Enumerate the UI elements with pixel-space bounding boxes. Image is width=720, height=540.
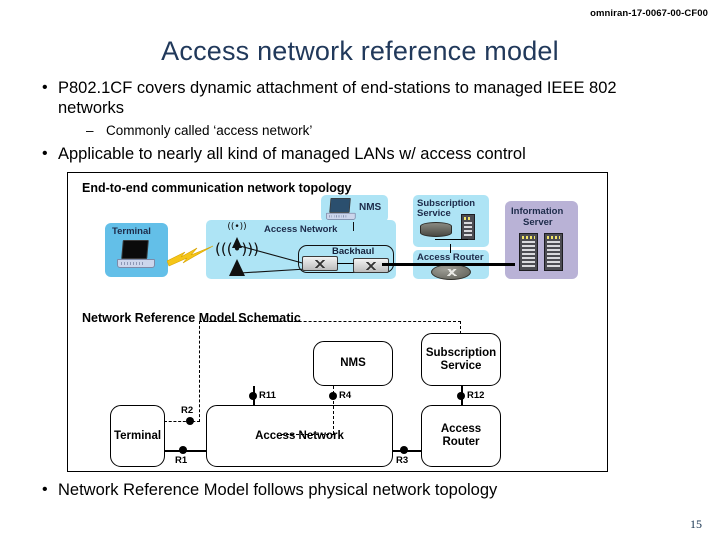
link-r4-vertical (333, 386, 334, 434)
topology-terminal-label: Terminal (112, 226, 151, 237)
subscription-to-router-link (450, 244, 452, 253)
bullet-marker: • (42, 145, 48, 162)
topology-nms-block: NMS (321, 195, 388, 222)
schematic-access-router-label-line2: Router (442, 436, 480, 448)
topology-subscription-service-label-line1: Subscription (417, 198, 476, 209)
link-r2-vertical (199, 321, 200, 422)
bullet-item-2: – Commonly called ‘access network’ (86, 122, 666, 139)
subscription-server-rack-icon (461, 214, 475, 240)
schematic-subscription-label-line2: Service (440, 359, 482, 372)
backhaul-internal-link (337, 263, 354, 265)
ref-point-dot-r3 (400, 446, 408, 454)
link-r4-horizontal (281, 434, 334, 435)
information-server-rack-icon-2 (544, 233, 563, 271)
bullet-item-4: • Network Reference Model follows physic… (36, 480, 676, 500)
ref-point-label-r3: R3 (396, 455, 409, 466)
topology-subscription-service-block: Subscription Service (413, 195, 489, 247)
ref-point-dot-r1 (179, 446, 187, 454)
schematic-node-access-router: Access Router (421, 405, 501, 467)
large-antenna-waves-icon: (((•))) (215, 240, 259, 258)
bullet-text: Network Reference Model follows physical… (58, 481, 498, 499)
small-antenna-tower-icon (230, 236, 244, 248)
ref-point-label-r2: R2 (181, 405, 194, 416)
page-number: 15 (690, 517, 702, 531)
topology-information-server-label-line1: Information (511, 206, 564, 217)
link-r2-top-bus (199, 321, 461, 322)
topology-nms-label: NMS (359, 202, 382, 213)
page-title: Access network reference model (161, 36, 559, 66)
ref-point-label-r12: R12 (467, 390, 485, 401)
ref-point-label-r4: R4 (339, 390, 352, 401)
schematic-nms-label: NMS (340, 357, 366, 369)
ref-point-dot-r11 (249, 392, 257, 400)
information-server-rack-icon-1 (519, 233, 538, 271)
schematic-node-terminal: Terminal (110, 405, 165, 467)
router-icon (431, 264, 471, 280)
ref-point-dot-r4 (329, 392, 337, 400)
schematic-node-subscription-service: Subscription Service (421, 333, 501, 386)
ref-point-dot-r2 (186, 417, 194, 425)
figure-heading-schematic: Network Reference Model Schematic (82, 311, 301, 325)
topology-subscription-service-label-line2: Service (417, 208, 451, 219)
bullet-item-1: • P802.1CF covers dynamic attachment of … (36, 78, 676, 118)
schematic-terminal-label: Terminal (113, 429, 162, 442)
wireless-bolt-icon (167, 245, 213, 267)
access-network-links (239, 245, 307, 274)
link-r2-horizontal (164, 421, 200, 422)
backbone-link (382, 263, 515, 266)
schematic-subscription-label-line1: Subscription (425, 346, 497, 359)
bullet-text: Applicable to nearly all kind of managed… (58, 145, 526, 163)
ref-point-label-r1: R1 (175, 455, 188, 466)
figure-heading-topology: End-to-end communication network topolog… (82, 181, 352, 195)
schematic-access-router-label-line1: Access (440, 423, 482, 435)
laptop-icon (117, 240, 155, 269)
schematic-node-nms: NMS (313, 341, 393, 386)
nms-laptop-icon (326, 198, 356, 220)
document-id-header: omniran-17-0067-00-CF00 (590, 8, 708, 19)
topology-information-server-label-line2: Server (523, 217, 553, 228)
ref-point-label-r11: R11 (259, 390, 276, 401)
backhaul-box (298, 245, 394, 273)
topology-access-router-label: Access Router (417, 252, 484, 263)
subscription-internal-link (435, 239, 468, 241)
schematic-access-network-label: Access Network (255, 429, 344, 442)
bullet-marker: – (86, 123, 94, 138)
database-cylinder-icon (420, 222, 452, 237)
bullet-text: Commonly called ‘access network’ (106, 123, 313, 138)
nms-link (353, 222, 355, 231)
schematic-node-access-network: Access Network (206, 405, 393, 467)
topology-access-network-label: Access Network (264, 224, 338, 235)
small-antenna-waves-icon: ((•)) (227, 222, 247, 232)
bullet-text: P802.1CF covers dynamic attachment of en… (58, 79, 617, 117)
topology-backhaul-label: Backhaul (332, 246, 375, 257)
topology-information-server-block: Information Server (505, 201, 578, 279)
bullet-marker: • (42, 481, 48, 498)
bullet-marker: • (42, 79, 48, 96)
bullet-item-3: • Applicable to nearly all kind of manag… (36, 144, 676, 164)
large-antenna-tower-icon (226, 258, 248, 276)
link-r2-to-subscription (460, 321, 461, 334)
network-reference-figure: End-to-end communication network topolog… (67, 172, 608, 472)
ref-point-dot-r12 (457, 392, 465, 400)
topology-terminal-block: Terminal (105, 223, 168, 277)
backhaul-switch-icon-1 (302, 256, 338, 271)
topology-access-network-block: Access Network ((•)) (((•))) Backhaul (206, 220, 396, 279)
